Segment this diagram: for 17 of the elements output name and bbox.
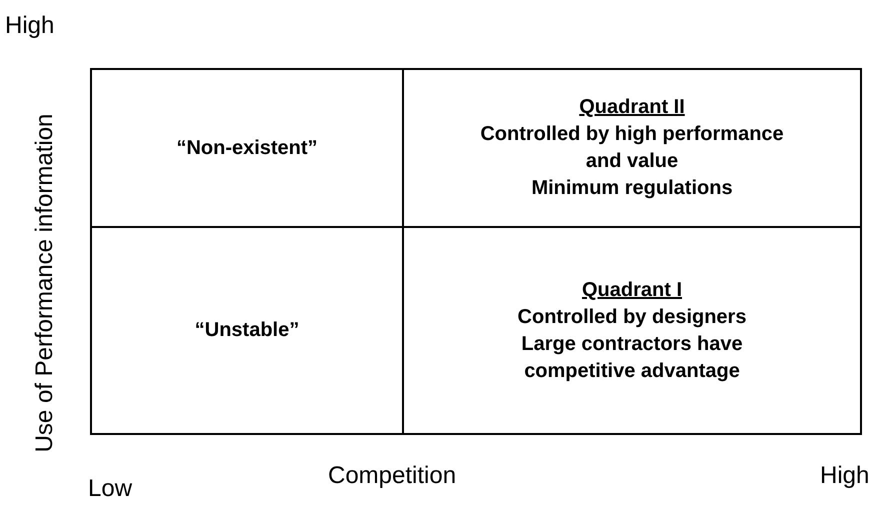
quadrant-cell (90, 226, 404, 435)
quadrant-text: “Non-existent” (176, 136, 318, 160)
quadrant-heading: Quadrant II (579, 95, 685, 120)
quadrant-text: Large contractors have competitive advantage (520, 332, 744, 384)
axis-label: Low (88, 475, 132, 503)
quadrant-text: “Unstable” (194, 318, 300, 343)
axis-label: High (820, 462, 870, 490)
quadrant-heading: Quadrant I (582, 278, 682, 302)
quadrant-text: Controlled by designers (518, 304, 746, 330)
axis-label: High (5, 12, 54, 40)
axis-title: Competition (328, 462, 456, 490)
quadrant-cell (402, 68, 862, 228)
quadrant-text: Minimum regulations (531, 176, 733, 201)
quadrant-text: Controlled by high performance and value (479, 122, 785, 174)
axis-title: Use of Performance information (31, 114, 59, 452)
quadrant-cell (90, 68, 404, 228)
quadrant-cell (402, 226, 862, 435)
